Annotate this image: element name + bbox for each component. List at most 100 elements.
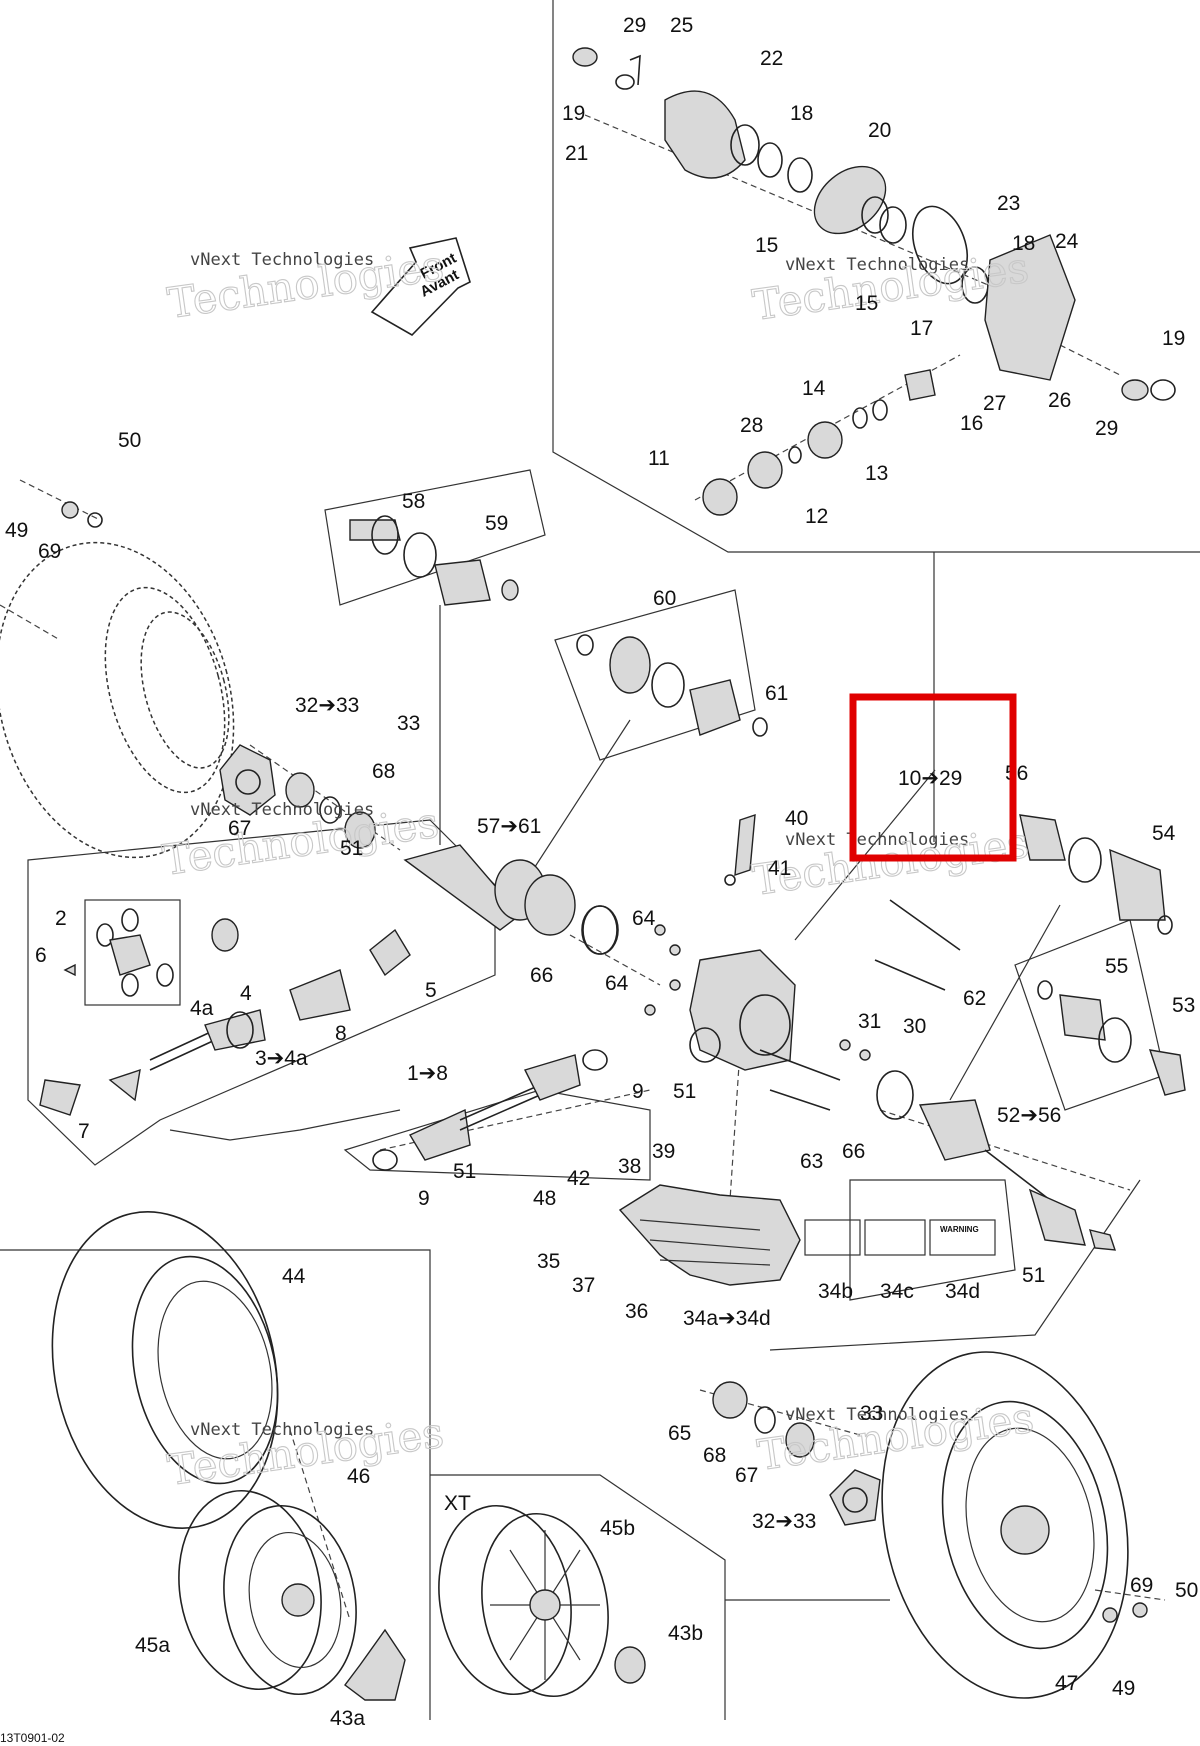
tyre-44: [51, 1211, 279, 1529]
label-55: 55: [1105, 955, 1128, 978]
label-xt: XT: [444, 1492, 471, 1515]
label-62: 62: [963, 987, 986, 1010]
label-28: 28: [740, 414, 763, 437]
center-cap-43a: [344, 1628, 406, 1701]
label-4a: 4a: [190, 997, 214, 1020]
label-66: 66: [842, 1140, 865, 1163]
label-45a: 45a: [135, 1634, 170, 1657]
label-52-56: 52➔56: [997, 1104, 1061, 1127]
label-32-33: 32➔33: [295, 694, 359, 717]
label-16: 16: [960, 412, 983, 435]
label-38: 38: [618, 1155, 641, 1178]
label-48: 48: [533, 1187, 556, 1210]
label-61: 61: [765, 682, 788, 705]
label-51: 51: [673, 1080, 696, 1103]
label-22: 22: [760, 47, 783, 70]
warning-decal-text: WARNING: [940, 1225, 979, 1234]
rear-wheel-assembly-right: [881, 1351, 1129, 1699]
label-15: 15: [855, 292, 878, 315]
highlight-box: [849, 693, 1017, 862]
label-69: 69: [38, 540, 61, 563]
label-9: 9: [418, 1187, 430, 1210]
label-19: 19: [562, 102, 585, 125]
wheel-rim-45a: [178, 1489, 357, 1696]
rear-tyre-upper-left: [0, 541, 235, 859]
label-59: 59: [485, 512, 508, 535]
wheel-rim-45b: [438, 1504, 609, 1698]
label-20: 20: [868, 119, 891, 142]
label-41: 41: [768, 857, 791, 880]
label-49: 49: [1112, 1677, 1135, 1700]
label-18: 18: [1012, 232, 1035, 255]
label-9: 9: [632, 1080, 644, 1103]
label-27: 27: [983, 392, 1006, 415]
label-29: 29: [623, 14, 646, 37]
label-3-4a: 3➔4a: [255, 1047, 308, 1070]
label-44: 44: [282, 1265, 306, 1288]
label-7: 7: [78, 1120, 90, 1143]
watermark-text: vNext Technologies: [785, 1405, 969, 1425]
label-24: 24: [1055, 230, 1079, 253]
part-labels: 29 25 22 19 18 21 20 23 15 18 24 15 17 1…: [0, 14, 1198, 1745]
label-6: 6: [35, 944, 47, 967]
label-47: 47: [1055, 1672, 1078, 1695]
label-5: 5: [425, 979, 437, 1002]
warning-decals: WARNING: [804, 1219, 996, 1256]
assembly-centerlines: [0, 114, 1166, 1621]
label-51: 51: [340, 837, 363, 860]
label-17: 17: [910, 317, 933, 340]
label-49: 49: [5, 519, 28, 542]
watermark-text: vNext Technologies: [785, 255, 969, 275]
label-30: 30: [903, 1015, 926, 1038]
label-67: 67: [228, 817, 251, 840]
label-42: 42: [567, 1167, 590, 1190]
label-32-33: 32➔33: [752, 1510, 816, 1533]
label-33: 33: [860, 1402, 883, 1425]
label-65: 65: [668, 1422, 691, 1445]
diagram-code: 13T0901-02: [0, 1731, 65, 1745]
label-50: 50: [1175, 1579, 1198, 1602]
label-43a: 43a: [330, 1707, 365, 1730]
label-36: 36: [625, 1300, 648, 1323]
label-12: 12: [805, 505, 828, 528]
label-40: 40: [785, 807, 808, 830]
center-cap-43b: [614, 1646, 646, 1684]
watermark-text: vNext Technologies: [190, 250, 374, 270]
label-57-61: 57➔61: [477, 815, 541, 838]
watermarks: vNext Technologies Technologies vNext Te…: [159, 240, 1037, 1495]
wheel-hubs: [61, 501, 1148, 1623]
label-67: 67: [735, 1464, 758, 1487]
label-43b: 43b: [668, 1622, 703, 1645]
label-56: 56: [1005, 762, 1028, 785]
label-53: 53: [1172, 994, 1195, 1017]
label-26: 26: [1048, 389, 1071, 412]
label-39: 39: [652, 1140, 675, 1163]
watermark-text: vNext Technologies: [785, 830, 969, 850]
label-13: 13: [865, 462, 888, 485]
label-69: 69: [1130, 1574, 1153, 1597]
label-8: 8: [335, 1022, 347, 1045]
differential-exploded-parts: [572, 47, 1176, 516]
label-58: 58: [402, 490, 425, 513]
label-68: 68: [372, 760, 395, 783]
label-60: 60: [653, 587, 676, 610]
label-51: 51: [453, 1160, 476, 1183]
label-34d: 34d: [945, 1280, 980, 1303]
label-14: 14: [802, 377, 826, 400]
watermark-text: vNext Technologies: [190, 800, 374, 820]
universal-joint-detail: [63, 899, 181, 1006]
label-21: 21: [565, 142, 588, 165]
watermark-text: vNext Technologies: [190, 1420, 374, 1440]
label-51: 51: [1022, 1264, 1045, 1287]
label-63: 63: [800, 1150, 823, 1173]
skid-plate-34a: [618, 1184, 801, 1286]
label-31: 31: [858, 1010, 881, 1033]
label-34c: 34c: [880, 1280, 914, 1303]
label-25: 25: [670, 14, 693, 37]
label-37: 37: [572, 1274, 595, 1297]
label-34a-34d: 34a➔34d: [683, 1307, 771, 1330]
label-50: 50: [118, 429, 141, 452]
label-45b: 45b: [600, 1517, 635, 1540]
